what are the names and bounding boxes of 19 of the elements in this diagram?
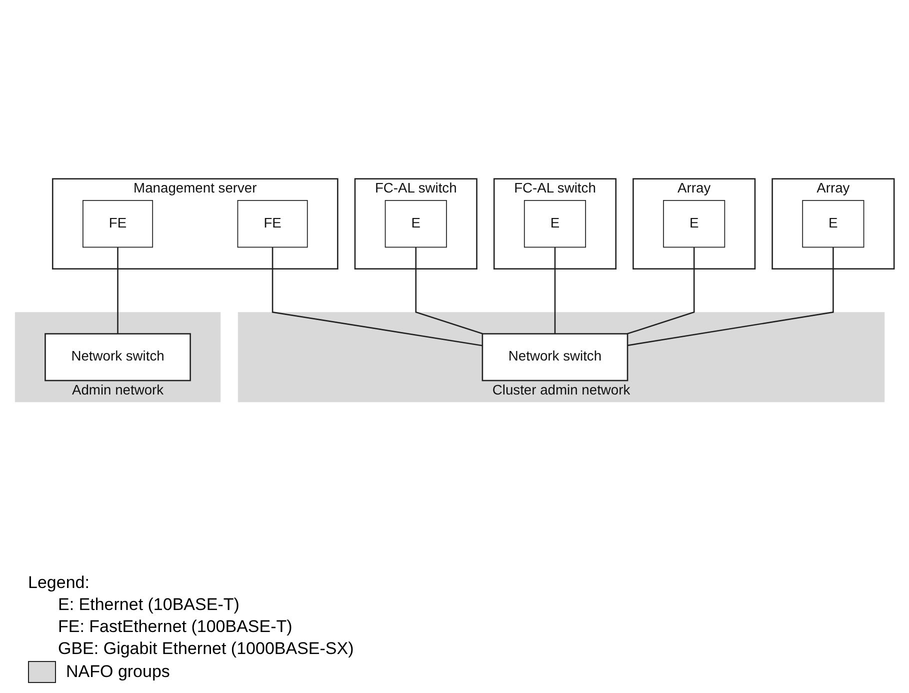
- legend-text: FE: FastEthernet (100BASE-T): [58, 617, 292, 637]
- connector: [272, 247, 483, 346]
- node-box: E: [384, 200, 447, 248]
- connector: [554, 247, 556, 334]
- legend-text: NAFO groups: [66, 662, 170, 682]
- node-box: Network switch: [482, 333, 628, 382]
- node-box: E: [524, 200, 586, 248]
- legend-text: E: Ethernet (10BASE-T): [58, 595, 240, 615]
- node-box: E: [802, 200, 864, 248]
- connector: [627, 247, 834, 346]
- node-box: Network switch: [44, 333, 191, 382]
- connector: [415, 247, 483, 334]
- legend-text: GBE: Gigabit Ethernet (1000BASE-SX): [58, 639, 354, 659]
- legend-heading: Legend:: [28, 573, 90, 593]
- node-box: FE: [237, 200, 308, 248]
- connector: [627, 247, 695, 334]
- connector: [117, 247, 118, 334]
- node-box: E: [663, 200, 726, 248]
- node-box: FE: [82, 200, 154, 248]
